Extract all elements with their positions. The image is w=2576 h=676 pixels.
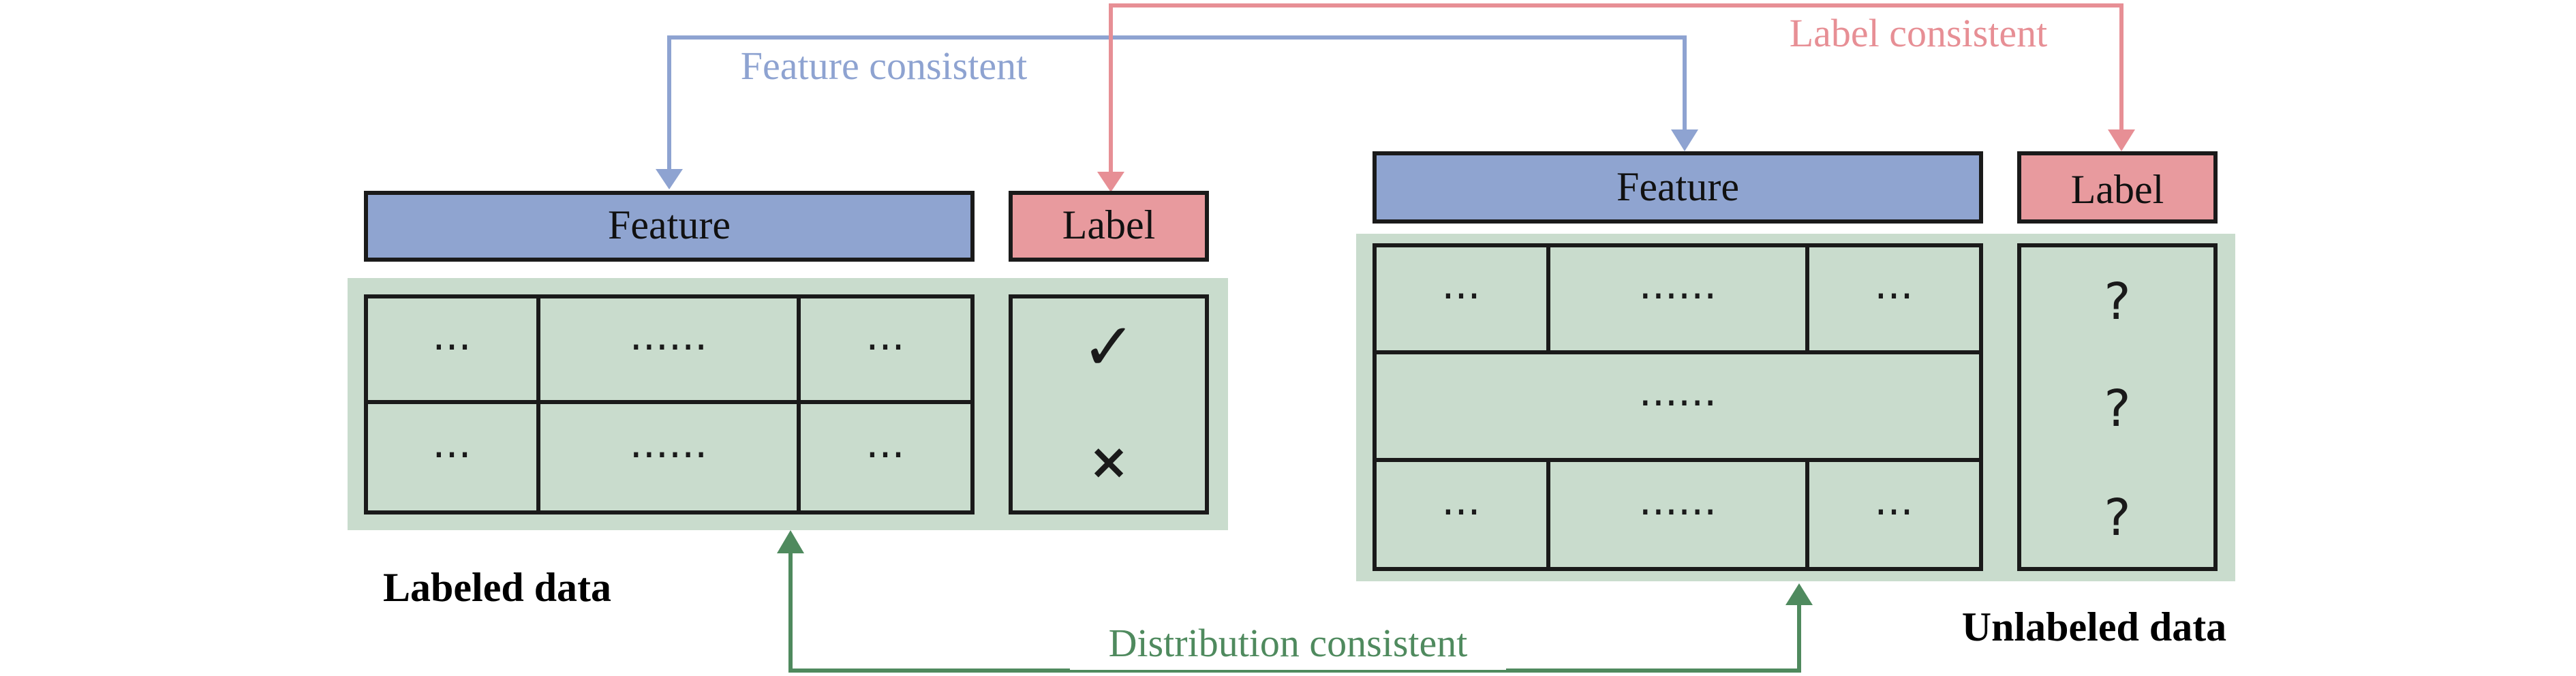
labeled-data-caption: Labeled data: [383, 565, 611, 610]
unlabeled-label-header-text: Label: [2071, 167, 2164, 212]
labeled-feature-table: [364, 294, 975, 514]
distribution-consistent-label: Distribution consistent: [1109, 621, 1468, 665]
unlabeled-data-caption: Unlabeled data: [1962, 604, 2226, 649]
feature-consistent-connector: Feature consistent: [656, 35, 1698, 189]
distribution-arrowhead-left: [777, 530, 804, 553]
labeled-feature-header: [364, 191, 975, 262]
feature-arrowhead-left: [656, 169, 683, 189]
cross-icon: ×: [1088, 433, 1129, 490]
unlabeled-feature-header-text: Feature: [1616, 164, 1739, 209]
labeled-label-column: [1009, 294, 1209, 514]
check-icon: ✓: [1082, 309, 1136, 385]
question-icon: ?: [2104, 380, 2130, 438]
question-icon: ?: [2104, 273, 2130, 331]
feature-consistent-label: Feature consistent: [741, 44, 1027, 88]
unlabeled-cell-r3c3: ···: [1874, 489, 1913, 536]
question-icon: ?: [2104, 489, 2130, 547]
labeled-cell-r1c3: ···: [865, 324, 904, 371]
unlabeled-cell-r1c3: ···: [1874, 273, 1913, 320]
feature-arrowhead-right: [1671, 129, 1698, 151]
unlabeled-cell-r3c1: ···: [1441, 489, 1480, 536]
labeled-cell-r1c1: ···: [432, 324, 471, 371]
unlabeled-label-header: [2017, 151, 2218, 224]
labeled-cell-r1c2: ······: [630, 324, 707, 371]
unlabeled-cell-r1c2: ······: [1639, 273, 1717, 320]
label-consistent-connector: Label consistent: [1097, 3, 2135, 192]
unlabeled-cell-r3c2: ······: [1639, 489, 1717, 536]
label-arrowhead-left: [1097, 172, 1124, 192]
labeled-label-header: [1009, 191, 1209, 262]
label-arrowhead-right: [2108, 129, 2135, 151]
unlabeled-cell-r2-merged: ······: [1639, 380, 1717, 427]
unlabeled-label-column: [2017, 243, 2218, 571]
unlabeled-data-block: Feature Label ··· ······ ··· ······ ··· …: [1356, 151, 2235, 649]
unlabeled-feature-header: [1373, 151, 1983, 224]
labeled-cell-r2c3: ···: [865, 431, 904, 479]
labeled-label-header-text: Label: [1062, 202, 1156, 247]
label-consistent-label: Label consistent: [1790, 11, 2048, 55]
distribution-consistent-connector: Distribution consistent: [777, 530, 1813, 673]
labeled-cell-r2c2: ······: [630, 431, 707, 479]
labeled-cell-r2c1: ···: [432, 431, 471, 479]
labeled-feature-header-text: Feature: [608, 202, 731, 247]
labeled-data-block: Feature Label ··· ······ ··· ··· ······ …: [348, 191, 1228, 610]
unlabeled-cell-r1c1: ···: [1441, 273, 1480, 320]
unlabeled-data-panel: [1356, 234, 2235, 581]
unlabeled-feature-table: [1373, 243, 1983, 571]
distribution-arrowhead-right: [1785, 583, 1813, 605]
